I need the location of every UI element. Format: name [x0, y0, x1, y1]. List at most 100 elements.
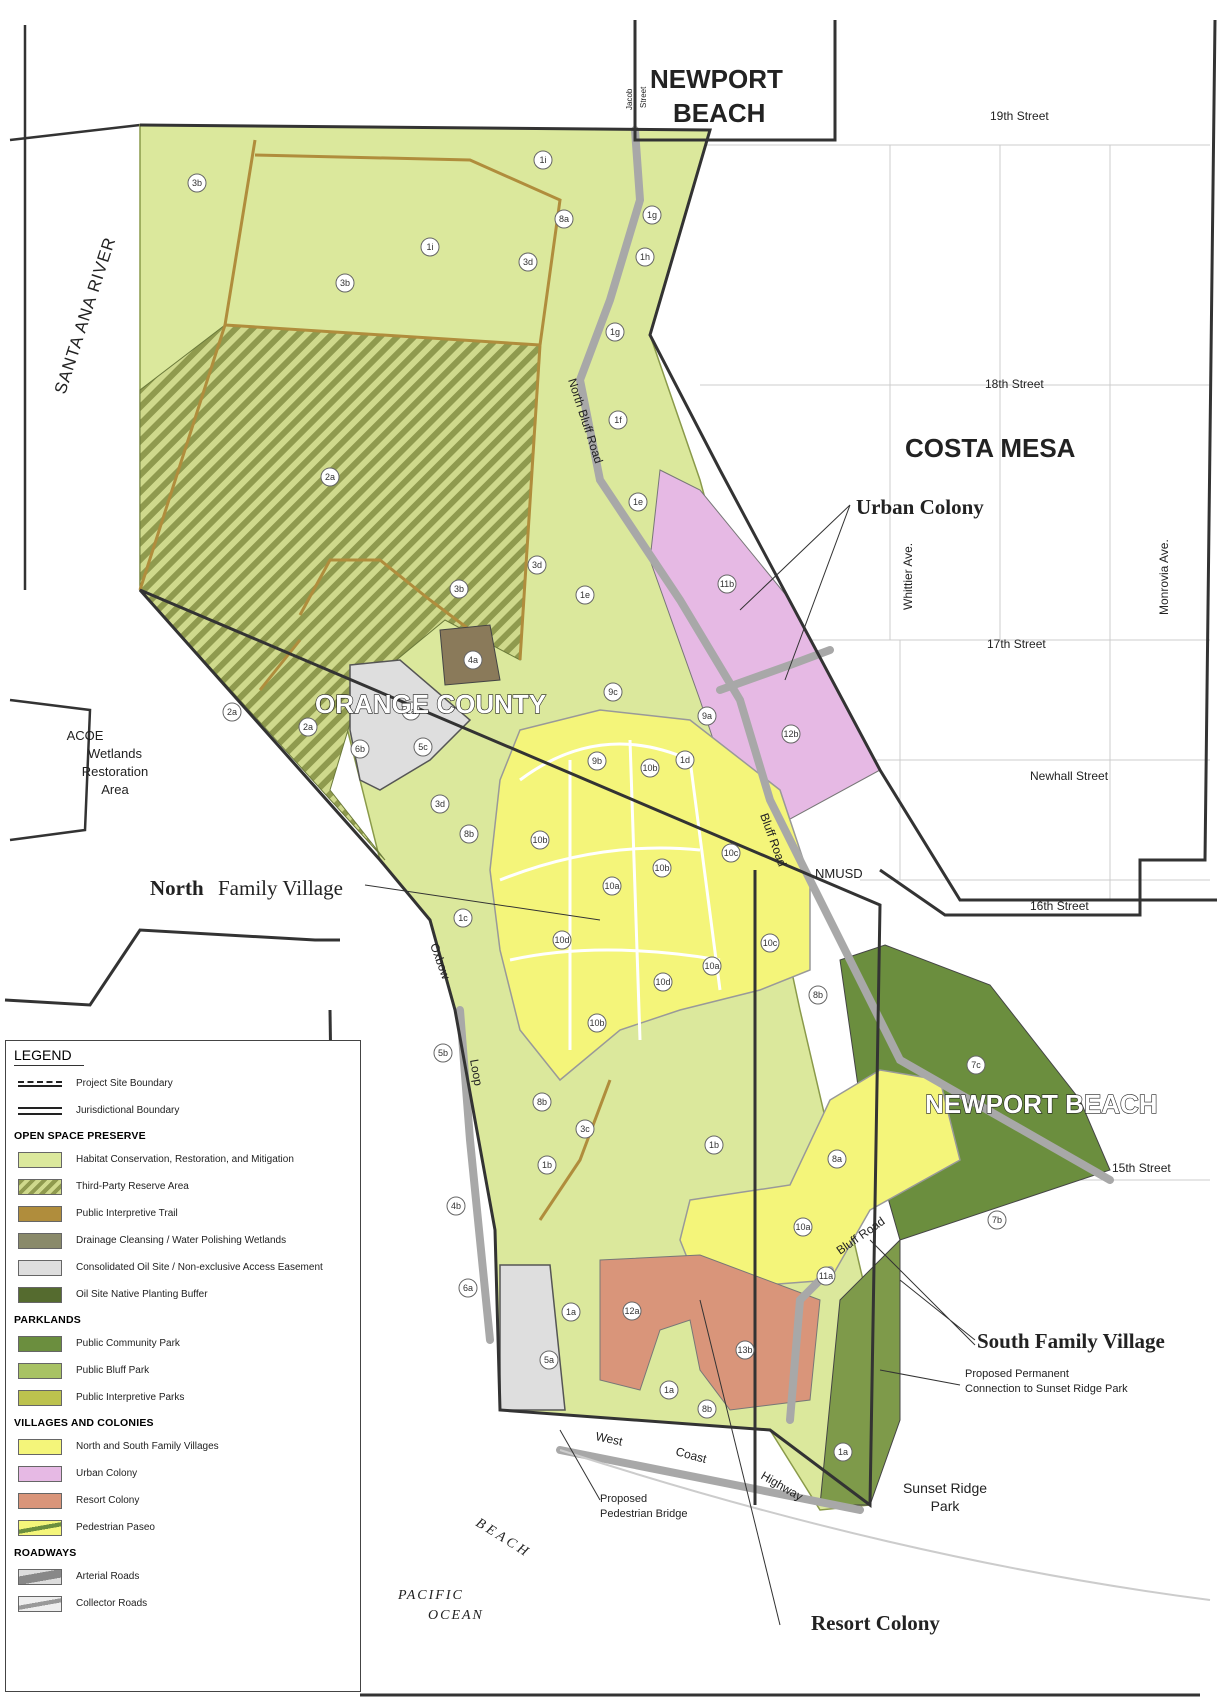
street-19th: 19th Street [990, 109, 1049, 123]
legend-jurisdictional-label: Jurisdictional Boundary [76, 1105, 180, 1116]
parcel-circle [697, 706, 717, 726]
legend-family-villages: North and South Family Villages [18, 1435, 352, 1458]
coast-label: Coast [674, 1444, 709, 1466]
parcel-label: 8b [697, 1399, 717, 1419]
parcel-label: 8a [827, 1149, 847, 1169]
parcel-circle [628, 492, 648, 512]
pacific-label: PACIFIC [397, 1588, 464, 1603]
parcel-labels: 1i1i1g1h1g1f1e1e1d1c1b1b1a1a1a2a2a2a2a3b… [187, 150, 1007, 1462]
oil-site-swatch [18, 1259, 62, 1276]
resort-colony-callout: Resort Colony [811, 1611, 940, 1635]
parcel-label: 2a [401, 701, 421, 721]
parcel-id: 2a [303, 722, 313, 732]
parcel-circle [717, 574, 737, 594]
parcel-label: 10a [793, 1217, 813, 1237]
paseo-swatch [18, 1519, 62, 1536]
newport-beach-top-line2: BEACH [673, 98, 765, 128]
parcel-label: 1g [642, 205, 662, 225]
connection-line2: Connection to Sunset Ridge Park [965, 1383, 1128, 1395]
parcel-id: 1g [647, 210, 657, 220]
parcel-id: 10c [763, 938, 778, 948]
parcel-label: 3b [187, 173, 207, 193]
sunset-ridge-line1: Sunset Ridge [903, 1480, 987, 1496]
collector-swatch [18, 1595, 62, 1612]
parcel-circle [602, 876, 622, 896]
legend-trail-label: Public Interpretive Trail [76, 1208, 178, 1219]
parcel-label: 10c [760, 933, 780, 953]
parcel-circle [587, 1013, 607, 1033]
resort-colony-swatch [18, 1492, 62, 1509]
parcel-label: 1h [635, 247, 655, 267]
street-15th: 15th Street [1112, 1161, 1171, 1175]
parcel-id: 3d [523, 257, 533, 267]
parcel-id: 9c [608, 687, 618, 697]
legend-buffer-label: Oil Site Native Planting Buffer [76, 1289, 208, 1300]
parcel-label: 9a [697, 706, 717, 726]
parcel-id: 10c [724, 848, 739, 858]
newport-beach-top-line1: NEWPORT [650, 64, 783, 94]
parcel-label: 1c [453, 908, 473, 928]
parcel-id: 11b [720, 579, 734, 589]
parcel-circle [605, 322, 625, 342]
legend-trail: Public Interpretive Trail [18, 1202, 352, 1225]
project-boundary-swatch [18, 1080, 62, 1087]
legend-project-boundary-label: Project Site Boundary [76, 1078, 173, 1089]
parcel-label: 4a [463, 650, 483, 670]
parcel-circle [575, 585, 595, 605]
parcel-circle [433, 1043, 453, 1063]
legend-habitat: Habitat Conservation, Restoration, and M… [18, 1148, 352, 1171]
parcel-circle [659, 1380, 679, 1400]
river-boundary [9, 25, 141, 842]
parcel-label: 3c [575, 1119, 595, 1139]
nfv-streets [499, 739, 722, 1050]
south-family-village-callout: South Family Village [977, 1329, 1165, 1353]
parcel-circle [575, 1119, 595, 1139]
parcel-label: 3b [449, 579, 469, 599]
parcel-circle [420, 237, 440, 257]
parcel-circle [401, 701, 421, 721]
ped-bridge-line1: Proposed [600, 1493, 647, 1505]
parcel-circle [808, 985, 828, 1005]
orange-county-label: ORANGE COUNTY [315, 689, 546, 719]
parcel-circle [446, 1196, 466, 1216]
parcel-id: 1b [542, 1160, 552, 1170]
parcel-id: 10b [654, 863, 669, 873]
legend-family-villages-label: North and South Family Villages [76, 1441, 219, 1452]
legend-third-party: Third-Party Reserve Area [18, 1175, 352, 1198]
parcel-label: 10b [640, 758, 660, 778]
santa-ana-river-label: SANTA ANA RIVER [51, 234, 120, 396]
parcel-id: 10d [554, 935, 569, 945]
nmusd-label: NMUSD [815, 866, 863, 881]
parcel-label: 13b [735, 1340, 755, 1360]
parcel-label: 3d [527, 555, 547, 575]
parcel-id: 3d [532, 560, 542, 570]
parcel-id: 13b [737, 1345, 752, 1355]
parcel-label: 11a [816, 1266, 836, 1286]
parcel-label: 7c [966, 1055, 986, 1075]
legend-paseo-label: Pedestrian Paseo [76, 1522, 155, 1533]
third-party-swatch [18, 1178, 62, 1195]
trail-swatch [18, 1205, 62, 1222]
parcel-id: 1h [640, 252, 650, 262]
parcel-label: 10b [587, 1013, 607, 1033]
parcel-circle [653, 972, 673, 992]
urban-colony-callout: Urban Colony [856, 495, 984, 519]
parcel-circle [697, 1399, 717, 1419]
parcel-label: 2a [320, 467, 340, 487]
drainage-swatch [18, 1232, 62, 1249]
parcel-label: 1f [608, 410, 628, 430]
parcel-label: 12a [622, 1301, 642, 1321]
parcel-circle [827, 1149, 847, 1169]
parcel-label: 6a [458, 1278, 478, 1298]
parcel-id: 7c [971, 1060, 981, 1070]
parcel-id: 9b [592, 756, 602, 766]
parcel-circle [533, 150, 553, 170]
street-label-vertical: Street [639, 86, 648, 108]
legend-arterial: Arterial Roads [18, 1565, 352, 1588]
acoe-line3: Restoration [82, 764, 148, 779]
callout-leaders [364, 504, 976, 1626]
parcel-label: 10b [530, 830, 550, 850]
parcel-circle [608, 410, 628, 430]
parcel-circle [537, 1155, 557, 1175]
parcel-circle [640, 758, 660, 778]
